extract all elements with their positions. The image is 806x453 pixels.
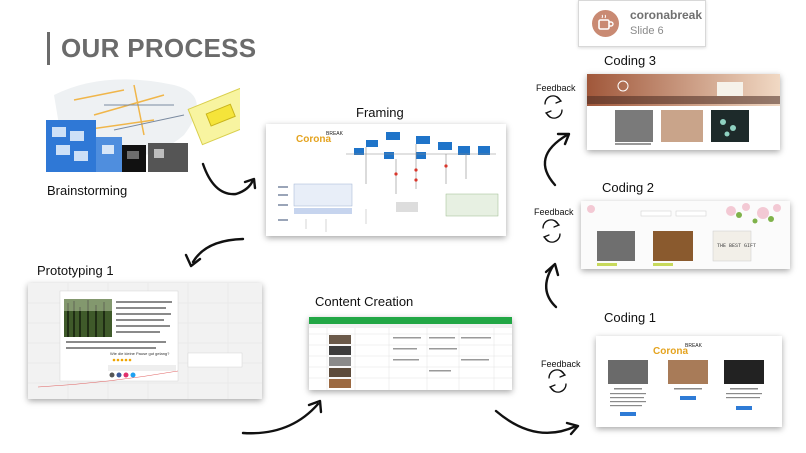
stage-label-coding3: Coding 3 <box>604 53 657 68</box>
prototyping-screenshot: Wie die kleine Pause gut gelang? <box>28 283 262 399</box>
coding2-screenshot: THE BEST GIFT <box>581 201 790 269</box>
arrow-content-to-coding1 <box>494 409 578 434</box>
stage-label-coding1: Coding 1 <box>604 310 657 325</box>
arrow-coding1-to-coding2 <box>545 264 558 309</box>
title-accent-bar <box>47 32 50 65</box>
svg-text:Corona: Corona <box>296 134 331 145</box>
svg-text:BREAK: BREAK <box>685 343 703 349</box>
arrow-prototyping-to-content <box>241 402 320 435</box>
feedback-loop-icon-coding3 <box>544 95 563 119</box>
svg-text:Wie die kleine Pause gut gelan: Wie die kleine Pause gut gelang? <box>110 351 170 356</box>
svg-text:Corona: Corona <box>653 346 688 357</box>
stage-label-prototyping: Prototyping 1 <box>37 263 114 278</box>
coding1-screenshot: Corona BREAK <box>596 336 782 427</box>
stage-label-framing: Framing <box>356 105 404 120</box>
slide-number: Slide 6 <box>630 25 664 37</box>
coding3-screenshot <box>587 74 780 150</box>
framing-screenshot: Corona BREAK <box>266 124 506 236</box>
arrow-coding2-to-coding3 <box>543 133 569 187</box>
page-title: OUR PROCESS <box>61 33 257 63</box>
content-creation-screenshot <box>309 317 512 390</box>
feedback-label-coding2: Feedback <box>534 207 574 217</box>
brand-name: coronabreak <box>630 8 703 22</box>
feedback-label-coding3: Feedback <box>536 83 576 93</box>
feedback-loop-icon-coding1 <box>548 369 567 393</box>
arrow-framing-to-prototyping <box>191 237 245 264</box>
feedback-label-coding1: Feedback <box>541 359 581 369</box>
stage-label-coding2: Coding 2 <box>602 180 655 195</box>
svg-text:BREAK: BREAK <box>326 131 344 137</box>
feedback-loop-icon-coding2 <box>542 219 561 243</box>
coffee-cup-icon <box>592 10 619 37</box>
stage-label-content: Content Creation <box>315 294 414 309</box>
stage-label-brainstorming: Brainstorming <box>47 183 128 198</box>
brand-badge: coronabreak Slide 6 <box>578 0 706 47</box>
brainstorming-screenshot <box>44 75 240 172</box>
svg-text:THE BEST GIFT: THE BEST GIFT <box>717 243 756 249</box>
